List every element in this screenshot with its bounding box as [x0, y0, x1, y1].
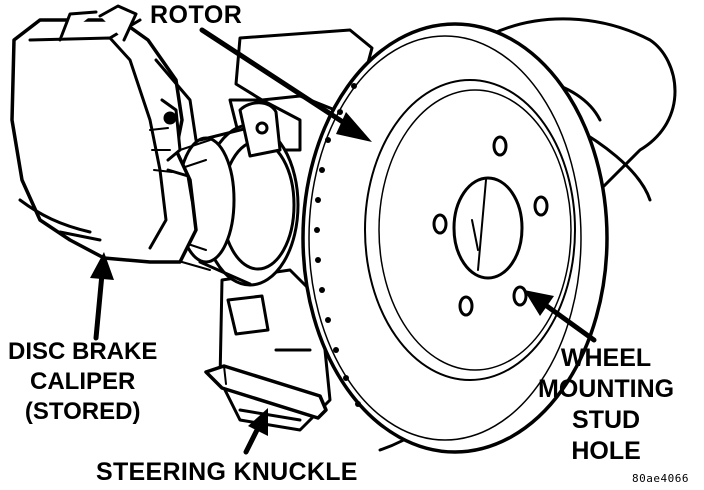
stud-hole: [458, 295, 474, 317]
leader-arrows: [90, 27, 597, 455]
stud-hole-label-line-1: WHEEL: [560, 344, 652, 372]
knuckle-tab: [204, 364, 328, 420]
caliper-label-line-3: (STORED): [24, 398, 141, 425]
stud-hole-label-line-3: STUD: [572, 406, 641, 434]
stud-hole: [533, 195, 549, 217]
rotor-label: ROTOR: [150, 1, 243, 29]
stud-hole-label-line-2: MOUNTING: [538, 375, 675, 403]
stud-hole: [492, 135, 508, 157]
steering-knuckle-label: STEERING KNUCKLE: [96, 458, 358, 486]
rotor-vents: [314, 83, 361, 407]
arrow-rotor: [336, 112, 372, 142]
disc-brake-caliper: [10, 4, 198, 264]
wheel-mounting-stud-hole-label: WHEEL MOUNTING STUD HOLE: [538, 343, 674, 467]
caliper-label-line-2: CALIPER: [30, 368, 136, 395]
figure-code: 80ae4066: [632, 472, 689, 485]
disc-brake-caliper-label: DISC BRAKE CALIPER (STORED): [8, 337, 157, 427]
arrow-caliper: [90, 252, 114, 280]
stud-hole: [432, 213, 448, 235]
arrow-stud-hole: [524, 290, 554, 316]
stud-hole-label-line-4: HOLE: [571, 437, 641, 465]
arrow-knuckle: [248, 408, 268, 436]
brake-rotor: [301, 22, 609, 454]
hub-bearing: [175, 101, 300, 287]
stud-hole: [512, 285, 528, 307]
caliper-label-line-1: DISC BRAKE: [8, 338, 158, 365]
